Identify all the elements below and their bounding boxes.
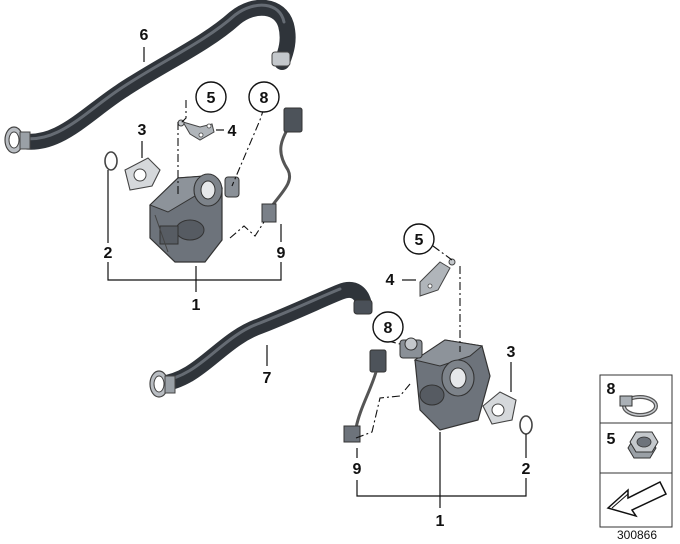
bracket-part-4-bottom [419, 261, 451, 297]
callout-top-8-ring [248, 81, 280, 113]
callout-bottom-3: 3 [507, 344, 516, 361]
callout-bottom-9: 9 [353, 461, 362, 478]
diagram-number: 300866 [617, 528, 657, 542]
callout-bottom-5-ring [403, 223, 435, 255]
callout-top-6: 6 [140, 27, 149, 44]
callout-bottom-1: 1 [436, 513, 445, 530]
callout-bottom-5: 5 [415, 232, 424, 249]
callout-bottom-7: 7 [263, 370, 272, 387]
callout-top-3: 3 [138, 122, 147, 139]
sensor-part-9 [261, 107, 303, 223]
callout-bottom-8-ring [372, 311, 404, 343]
hex-nut-icon [627, 431, 659, 459]
o-ring-part-2-bottom [519, 415, 533, 435]
bracket-part-4 [181, 121, 215, 141]
callout-bottom-4: 4 [386, 272, 395, 289]
callout-top-5-ring [195, 81, 227, 113]
legend-num-5: 5 [607, 431, 616, 448]
callout-bottom-8: 8 [384, 320, 393, 337]
callout-top-1: 1 [192, 297, 201, 314]
valve-part-1 [149, 173, 240, 263]
valve-part-1-bottom [399, 337, 491, 431]
legend-num-8: 8 [607, 381, 616, 398]
legend-item-clamp: 8 [607, 381, 658, 417]
hose-part-6 [4, 0, 296, 154]
sensor-part-9-bottom [343, 349, 387, 443]
callout-top-2: 2 [104, 245, 113, 262]
callout-top-8: 8 [260, 90, 269, 107]
callout-top-4: 4 [228, 123, 237, 140]
legend-item-nut: 5 [607, 431, 659, 459]
callout-bottom-2: 2 [522, 461, 531, 478]
nut-part-5-bottom [448, 258, 456, 266]
o-ring-part-2 [104, 151, 118, 171]
hose-clamp-icon [619, 395, 658, 417]
assembly-top: 6 5 8 3 4 2 9 1 [4, 0, 303, 314]
hose-part-7 [149, 281, 373, 398]
pointer-arrow-icon [606, 480, 668, 518]
gasket-part-3 [124, 157, 161, 191]
callout-top-5: 5 [207, 90, 216, 107]
legend: 8 5 [599, 374, 673, 528]
assembly-bottom: 5 4 8 7 3 9 2 1 [149, 223, 533, 530]
gasket-part-3-bottom [482, 391, 517, 425]
callout-top-9: 9 [277, 245, 286, 262]
